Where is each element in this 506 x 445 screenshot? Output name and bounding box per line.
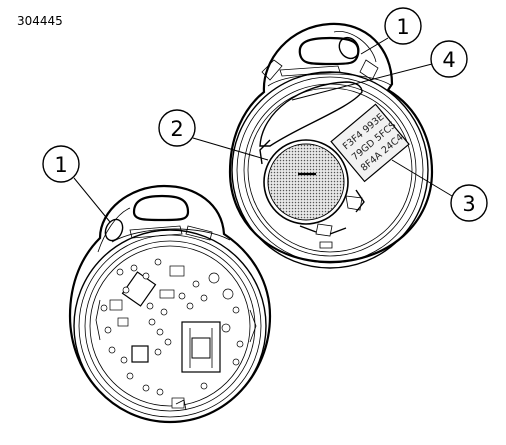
callout-1-bottom: 1 (42, 145, 111, 223)
circuit-board (95, 258, 257, 411)
keyring-slot (298, 36, 360, 66)
callout-label: 3 (462, 192, 475, 216)
callout-label: 2 (170, 117, 183, 141)
callout-label: 1 (54, 153, 67, 177)
figure-id: 304445 (17, 14, 63, 28)
release-button-left (104, 218, 124, 242)
release-button (338, 36, 360, 60)
callout-label: 4 (442, 48, 455, 72)
callout-1-top: 1 (360, 7, 422, 55)
callout-2: 2 (158, 109, 269, 161)
fob-circuit-side (68, 184, 272, 424)
fob-battery-side: F3F4 993E 79GD 5FCS 8F4A 24C4 (228, 22, 434, 269)
keyring-slot-left (132, 194, 190, 222)
callout-3: 3 (391, 159, 488, 222)
gasket (259, 81, 363, 147)
callout-label: 1 (396, 15, 409, 39)
callout-4: 4 (291, 40, 468, 101)
